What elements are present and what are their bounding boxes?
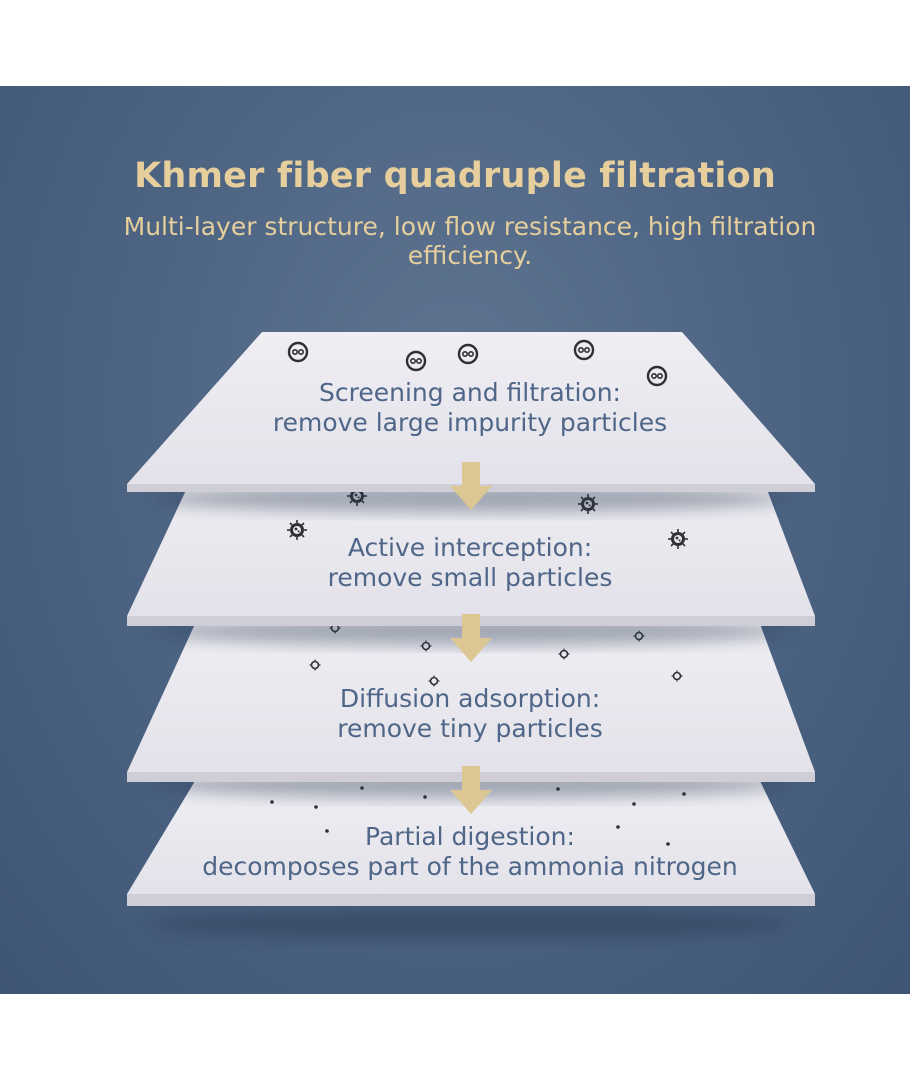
background-panel: Khmer fiber quadruple filtration Multi-l…	[0, 86, 910, 994]
layer-1-title: Screening and filtration:	[319, 378, 621, 407]
layer-2-title: Active interception:	[347, 533, 593, 562]
layer-1-label: Screening and filtration: remove large i…	[120, 378, 820, 438]
layer-2-label: Active interception: remove small partic…	[120, 533, 820, 593]
page-title: Khmer fiber quadruple filtration	[134, 156, 776, 196]
layer-4-title: Partial digestion:	[365, 822, 575, 851]
layer-2-description: remove small particles	[327, 563, 613, 592]
layer-4-label: Partial digestion: decomposes part of th…	[120, 822, 820, 882]
layer-3-title: Diffusion adsorption:	[339, 684, 601, 713]
layer-3-label: Diffusion adsorption: remove tiny partic…	[120, 684, 820, 744]
layer-3-description: remove tiny particles	[337, 714, 603, 743]
filter-layer-4	[127, 781, 815, 940]
layer-4-description: decomposes part of the ammonia nitrogen	[202, 852, 738, 881]
page-subtitle: Multi-layer structure, low flow resistan…	[123, 212, 817, 270]
filter-layer-stack	[127, 332, 815, 940]
layer-1-description: remove large impurity particles	[272, 408, 668, 437]
